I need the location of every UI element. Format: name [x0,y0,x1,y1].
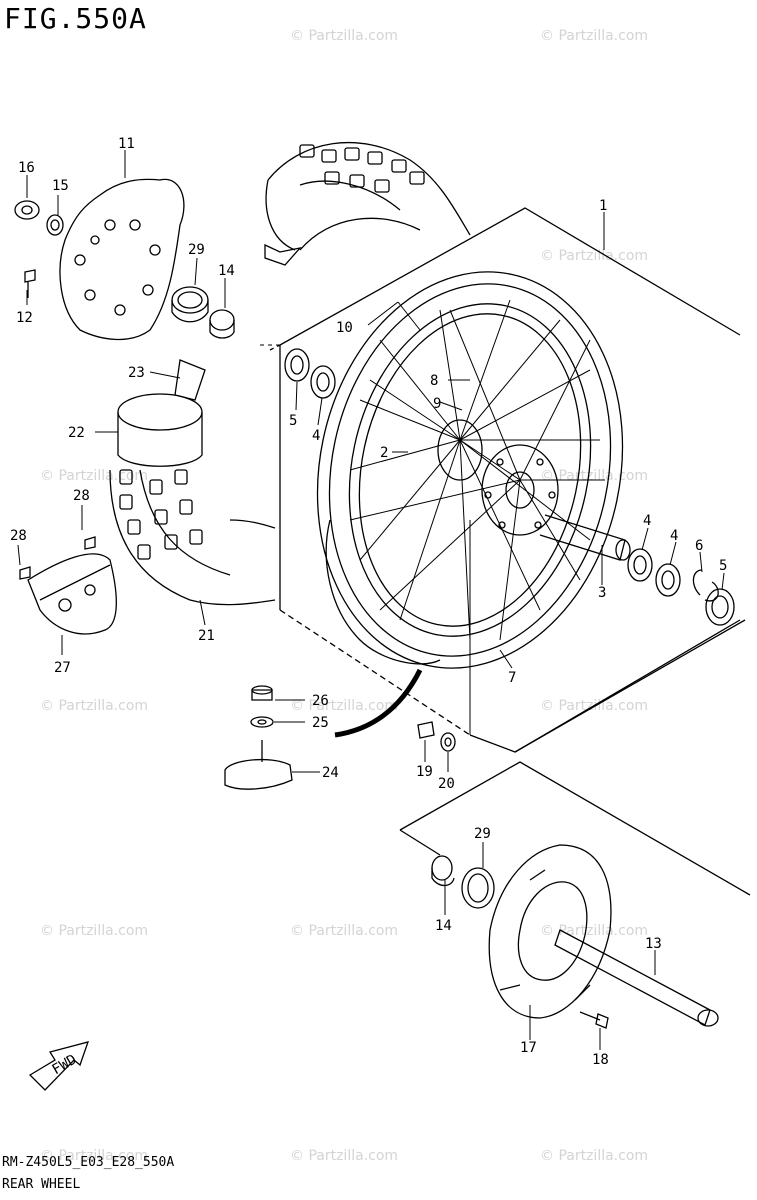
watermark: © Partzilla.com [290,1148,398,1164]
callout-12: 12 [16,310,33,326]
watermark: © Partzilla.com [540,923,648,939]
diagram-name: REAR WHEEL [2,1177,81,1192]
callout-27: 27 [54,660,71,676]
callout-labels: 1 2 3 4 4 4 5 5 6 7 8 9 10 11 12 13 14 1… [10,136,727,1068]
callout-8: 8 [430,373,438,389]
callout-13: 13 [645,936,662,952]
callout-14: 14 [435,918,452,934]
callout-10: 10 [336,320,353,336]
watermark-layer: © Partzilla.com © Partzilla.com © Partzi… [40,28,648,1164]
rear-axle [554,929,719,1027]
callout-15: 15 [52,178,69,194]
fwd-arrow: FWD [28,1041,90,1091]
diagram-code: RM-Z450L5_E03_E28_550A [2,1155,175,1170]
callout-14: 14 [218,263,235,279]
callout-4: 4 [670,528,678,544]
callout-4: 4 [312,428,320,444]
callout-9: 9 [433,396,441,412]
callout-4: 4 [643,513,651,529]
callout-28: 28 [73,488,90,504]
callout-5: 5 [719,558,727,574]
disc-guard [19,536,117,635]
watermark: © Partzilla.com [40,468,148,484]
left-bearings [284,348,336,399]
callout-29: 29 [188,242,205,258]
callout-6: 6 [695,538,703,554]
callout-7: 7 [508,670,516,686]
callout-2: 2 [380,445,388,461]
figure-title: FIG.550A [4,2,147,35]
callout-29: 29 [474,826,491,842]
callout-20: 20 [438,776,455,792]
nut-and-washer [417,721,456,752]
watermark: © Partzilla.com [290,28,398,44]
watermark: © Partzilla.com [40,1148,148,1164]
bolt-and-washer-set [14,200,64,298]
callout-11: 11 [118,136,135,152]
watermark: © Partzilla.com [40,698,148,714]
callout-21: 21 [198,628,215,644]
spokes [349,299,605,641]
tube [117,359,206,467]
sprocket-bolt [579,1011,609,1029]
callout-18: 18 [592,1052,609,1068]
watermark: © Partzilla.com [290,698,398,714]
callout-26: 26 [312,693,329,709]
spacer-and-collar [171,286,235,339]
watermark: © Partzilla.com [540,248,648,264]
callout-17: 17 [520,1040,537,1056]
watermark: © Partzilla.com [290,923,398,939]
callout-28: 28 [10,528,27,544]
callout-1: 1 [599,198,607,214]
callout-3: 3 [598,585,606,601]
callout-16: 16 [18,160,35,176]
callout-23: 23 [128,365,145,381]
callout-5: 5 [289,413,297,429]
callout-19: 19 [416,764,433,780]
tire-valve-set [224,668,423,790]
axle-spacer [539,514,631,561]
callout-24: 24 [322,765,339,781]
wheel-rim [316,271,624,669]
sprocket [488,844,612,1019]
watermark: © Partzilla.com [40,923,148,939]
tire [109,142,471,606]
wheel-hub [437,419,559,536]
watermark: © Partzilla.com [540,28,648,44]
sprocket-collar [431,855,495,909]
brake-disc [59,178,185,341]
callout-25: 25 [312,715,329,731]
watermark: © Partzilla.com [540,1148,648,1164]
tire-tread-blocks [119,144,425,560]
assembly-frame [269,207,751,896]
leader-lines [17,150,725,1050]
callout-22: 22 [68,425,85,441]
bearings-and-seals [627,548,735,626]
